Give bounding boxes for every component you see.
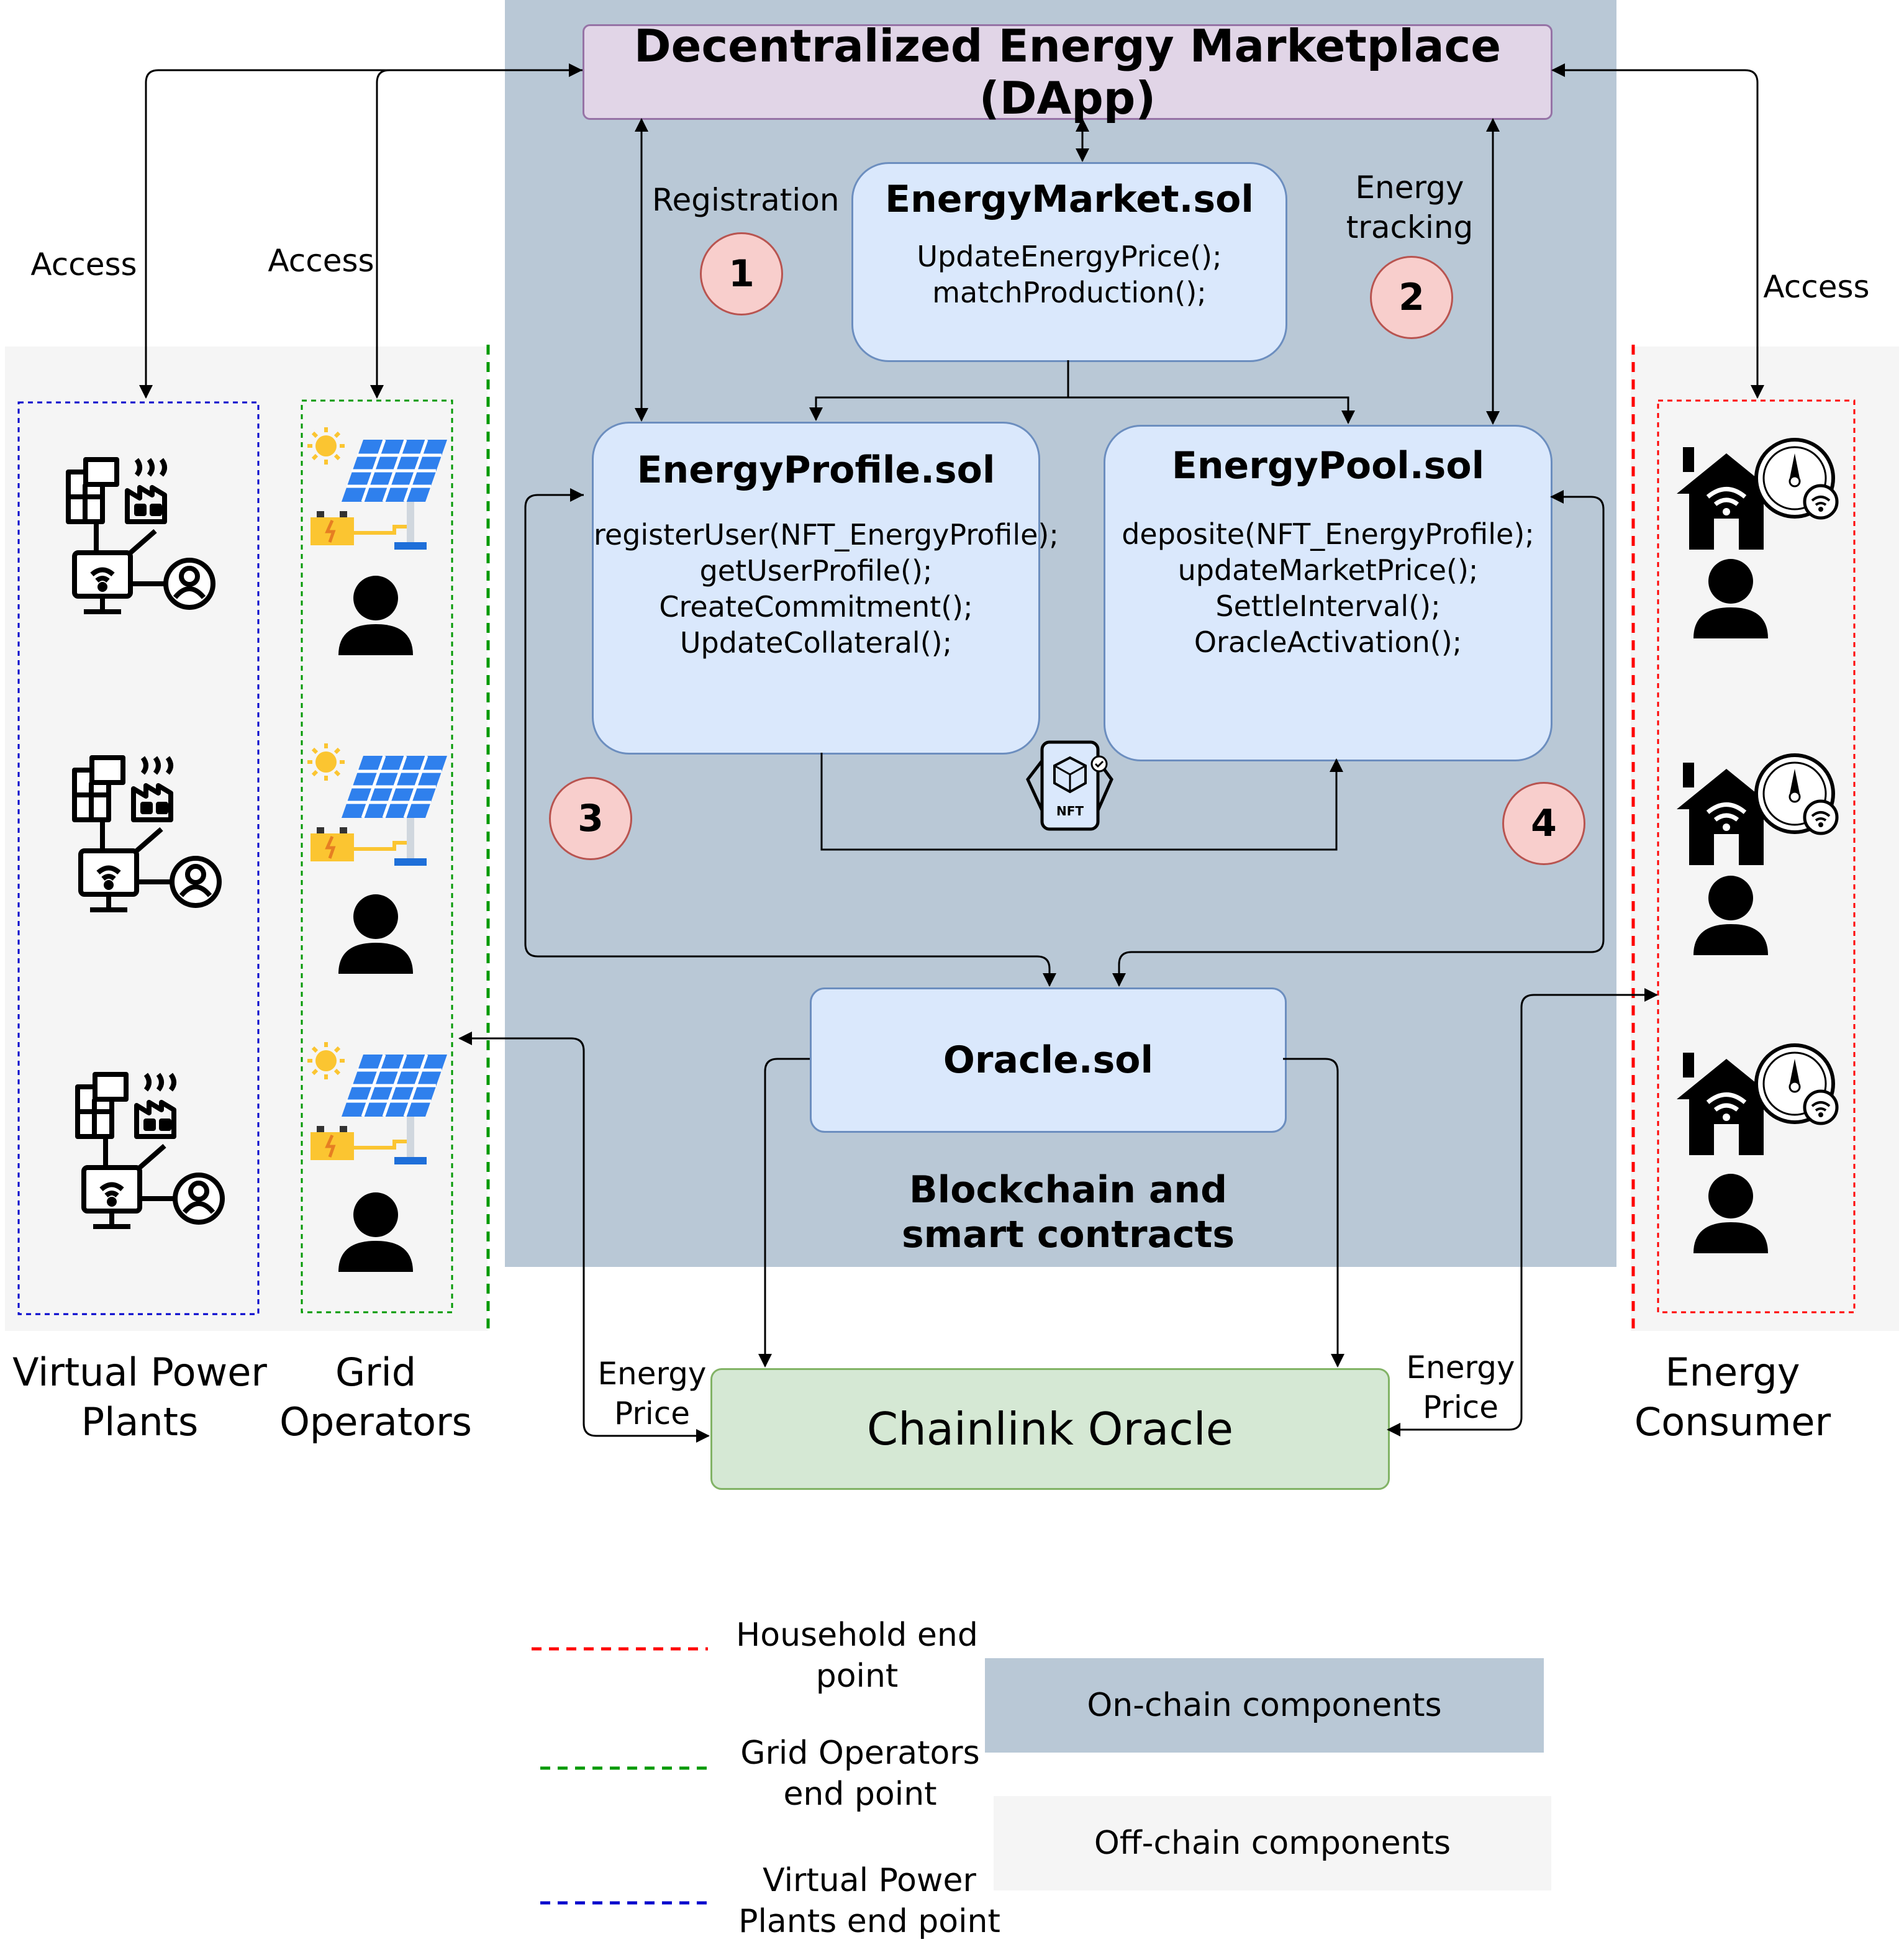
fn-settle-interval: SettleInterval(); — [1215, 589, 1441, 623]
consumer-person-icon-3 — [1693, 1174, 1768, 1253]
energy-tracking-line2: tracking — [1346, 209, 1474, 245]
dapp-title: Decentralized Energy Marketplace (DApp) — [633, 20, 1502, 124]
grid-endpoint-boundary — [301, 399, 453, 1314]
step-badge-4: 4 — [1502, 782, 1585, 865]
nft-label: NFT — [1056, 804, 1084, 819]
blockchain-label-line1: Blockchain and — [909, 1168, 1228, 1212]
registration-label: Registration — [652, 182, 840, 218]
fn-get-user-profile: getUserProfile(); — [699, 554, 933, 588]
legend-grid-line2: end point — [783, 1776, 937, 1813]
step-badge-1: 1 — [700, 232, 783, 315]
oracle-sol-title: Oracle.sol — [943, 1038, 1154, 1082]
legend-onchain-box: On-chain components — [985, 1658, 1544, 1753]
grid-group-label-line1: Grid — [335, 1350, 417, 1395]
vpp-endpoint-boundary — [17, 401, 260, 1315]
fn-update-market-price: updateMarketPrice(); — [1177, 553, 1479, 587]
oracle-chainlink-right-connector — [1283, 1058, 1344, 1368]
legend-onchain-text: On-chain components — [1087, 1687, 1442, 1724]
fn-update-collateral: UpdateCollateral(); — [679, 626, 953, 660]
fn-oracle-activation: OracleActivation(); — [1194, 625, 1462, 659]
legend-offchain-text: Off-chain components — [1094, 1825, 1451, 1862]
consumer-person-icon-2 — [1693, 876, 1768, 955]
legend-grid-line1: Grid Operators — [740, 1735, 980, 1772]
energy-profile-title: EnergyProfile.sol — [637, 448, 995, 492]
oracle-sol-box[interactable]: Oracle.sol — [810, 987, 1287, 1133]
step-badge-1-number: 1 — [728, 252, 755, 296]
market-pool-connector — [1068, 396, 1355, 424]
fn-deposite: deposite(NFT_EnergyProfile); — [1122, 517, 1535, 551]
vpp-network-icon-3 — [78, 1074, 222, 1227]
smart-home-meter-icon-2 — [1677, 755, 1837, 865]
vpp-network-icon-1 — [68, 460, 213, 612]
solar-panel-battery-icon-2 — [307, 743, 447, 866]
grid-person-icon-3 — [338, 1192, 413, 1272]
energy-price-consumer-connector — [1387, 988, 1658, 1436]
oracle-chainlink-left-connector — [758, 1058, 810, 1368]
vpp-group-label-line2: Plants — [81, 1399, 199, 1445]
access-consumer-connector — [1551, 63, 1764, 399]
energy-tracking-line1: Energy — [1355, 170, 1464, 206]
step-badge-3-number: 3 — [578, 797, 604, 840]
oracle-profile-connector — [524, 494, 1056, 987]
legend-vpp-line2: Plants end point — [738, 1903, 1000, 1940]
energy-market-title: EnergyMarket.sol — [885, 178, 1254, 221]
energy-tracking-label: Energy tracking — [1323, 168, 1497, 247]
legend-household-line1: Household end — [736, 1617, 978, 1654]
energy-pool-box[interactable]: EnergyPool.sol deposite(NFT_EnergyProfil… — [1104, 425, 1553, 761]
grid-group-label-line2: Operators — [279, 1399, 472, 1445]
grid-person-icon-2 — [338, 894, 413, 974]
blockchain-label-line2: smart contracts — [901, 1213, 1235, 1256]
legend-household-label: Household end point — [727, 1615, 987, 1697]
blockchain-label: Blockchain and smart contracts — [838, 1168, 1298, 1257]
nft-phone-icon: NFT — [1026, 740, 1113, 831]
vpp-group-label: Virtual Power Plants — [12, 1348, 267, 1447]
oracle-pool-connector — [1112, 496, 1605, 987]
step-badge-3: 3 — [549, 777, 632, 860]
vpp-network-icon-2 — [75, 758, 219, 910]
energy-market-box[interactable]: EnergyMarket.sol UpdateEnergyPrice(); ma… — [851, 162, 1287, 362]
legend-grid-label: Grid Operators end point — [727, 1733, 994, 1815]
access-consumer-label: Access — [1763, 269, 1870, 305]
market-profile-connector — [809, 360, 1069, 421]
step-badge-4-number: 4 — [1531, 802, 1557, 845]
energy-profile-box[interactable]: EnergyProfile.sol registerUser(NFT_Energ… — [592, 422, 1059, 755]
consumer-group-label-line2: Consumer — [1634, 1399, 1831, 1445]
legend-household-line2: point — [815, 1658, 899, 1695]
access-grid-label: Access — [268, 243, 374, 279]
consumer-group-label: Energy Consumer — [1627, 1348, 1838, 1447]
solar-panel-battery-icon-3 — [307, 1042, 447, 1164]
solar-panel-battery-icon-1 — [307, 427, 447, 550]
step-badge-2-number: 2 — [1399, 276, 1425, 319]
step-badge-2: 2 — [1370, 256, 1453, 339]
smart-home-meter-icon-3 — [1677, 1045, 1837, 1155]
chainlink-oracle-title: Chainlink Oracle — [866, 1403, 1234, 1455]
profile-pool-nft-connector — [820, 753, 1343, 851]
fn-register-user: registerUser(NFT_EnergyProfile); — [594, 518, 1059, 551]
smart-home-meter-icon-1 — [1677, 440, 1837, 550]
access-grid-connector — [370, 69, 583, 399]
consumer-person-icon-1 — [1693, 559, 1768, 638]
household-endpoint-boundary — [1657, 399, 1856, 1314]
legend-vpp-line1: Virtual Power — [763, 1862, 976, 1899]
fn-update-energy-price: UpdateEnergyPrice(); — [917, 240, 1222, 273]
access-vpp-connector — [139, 69, 583, 399]
energy-price-grid-connector — [458, 1032, 710, 1443]
legend-offchain-box: Off-chain components — [994, 1796, 1551, 1890]
consumer-group-label-line1: Energy — [1665, 1350, 1800, 1395]
energy-pool-title: EnergyPool.sol — [1171, 444, 1485, 488]
grid-person-icon-1 — [338, 576, 413, 655]
grid-group-label: Grid Operators — [273, 1348, 478, 1447]
vpp-group-label-line1: Virtual Power — [12, 1350, 267, 1395]
fn-match-production: matchProduction(); — [932, 276, 1207, 309]
chainlink-oracle-box[interactable]: Chainlink Oracle — [710, 1368, 1390, 1490]
access-vpp-label: Access — [30, 247, 137, 283]
legend-vpp-label: Virtual Power Plants end point — [733, 1860, 1006, 1942]
fn-create-commitment: CreateCommitment(); — [659, 590, 973, 624]
